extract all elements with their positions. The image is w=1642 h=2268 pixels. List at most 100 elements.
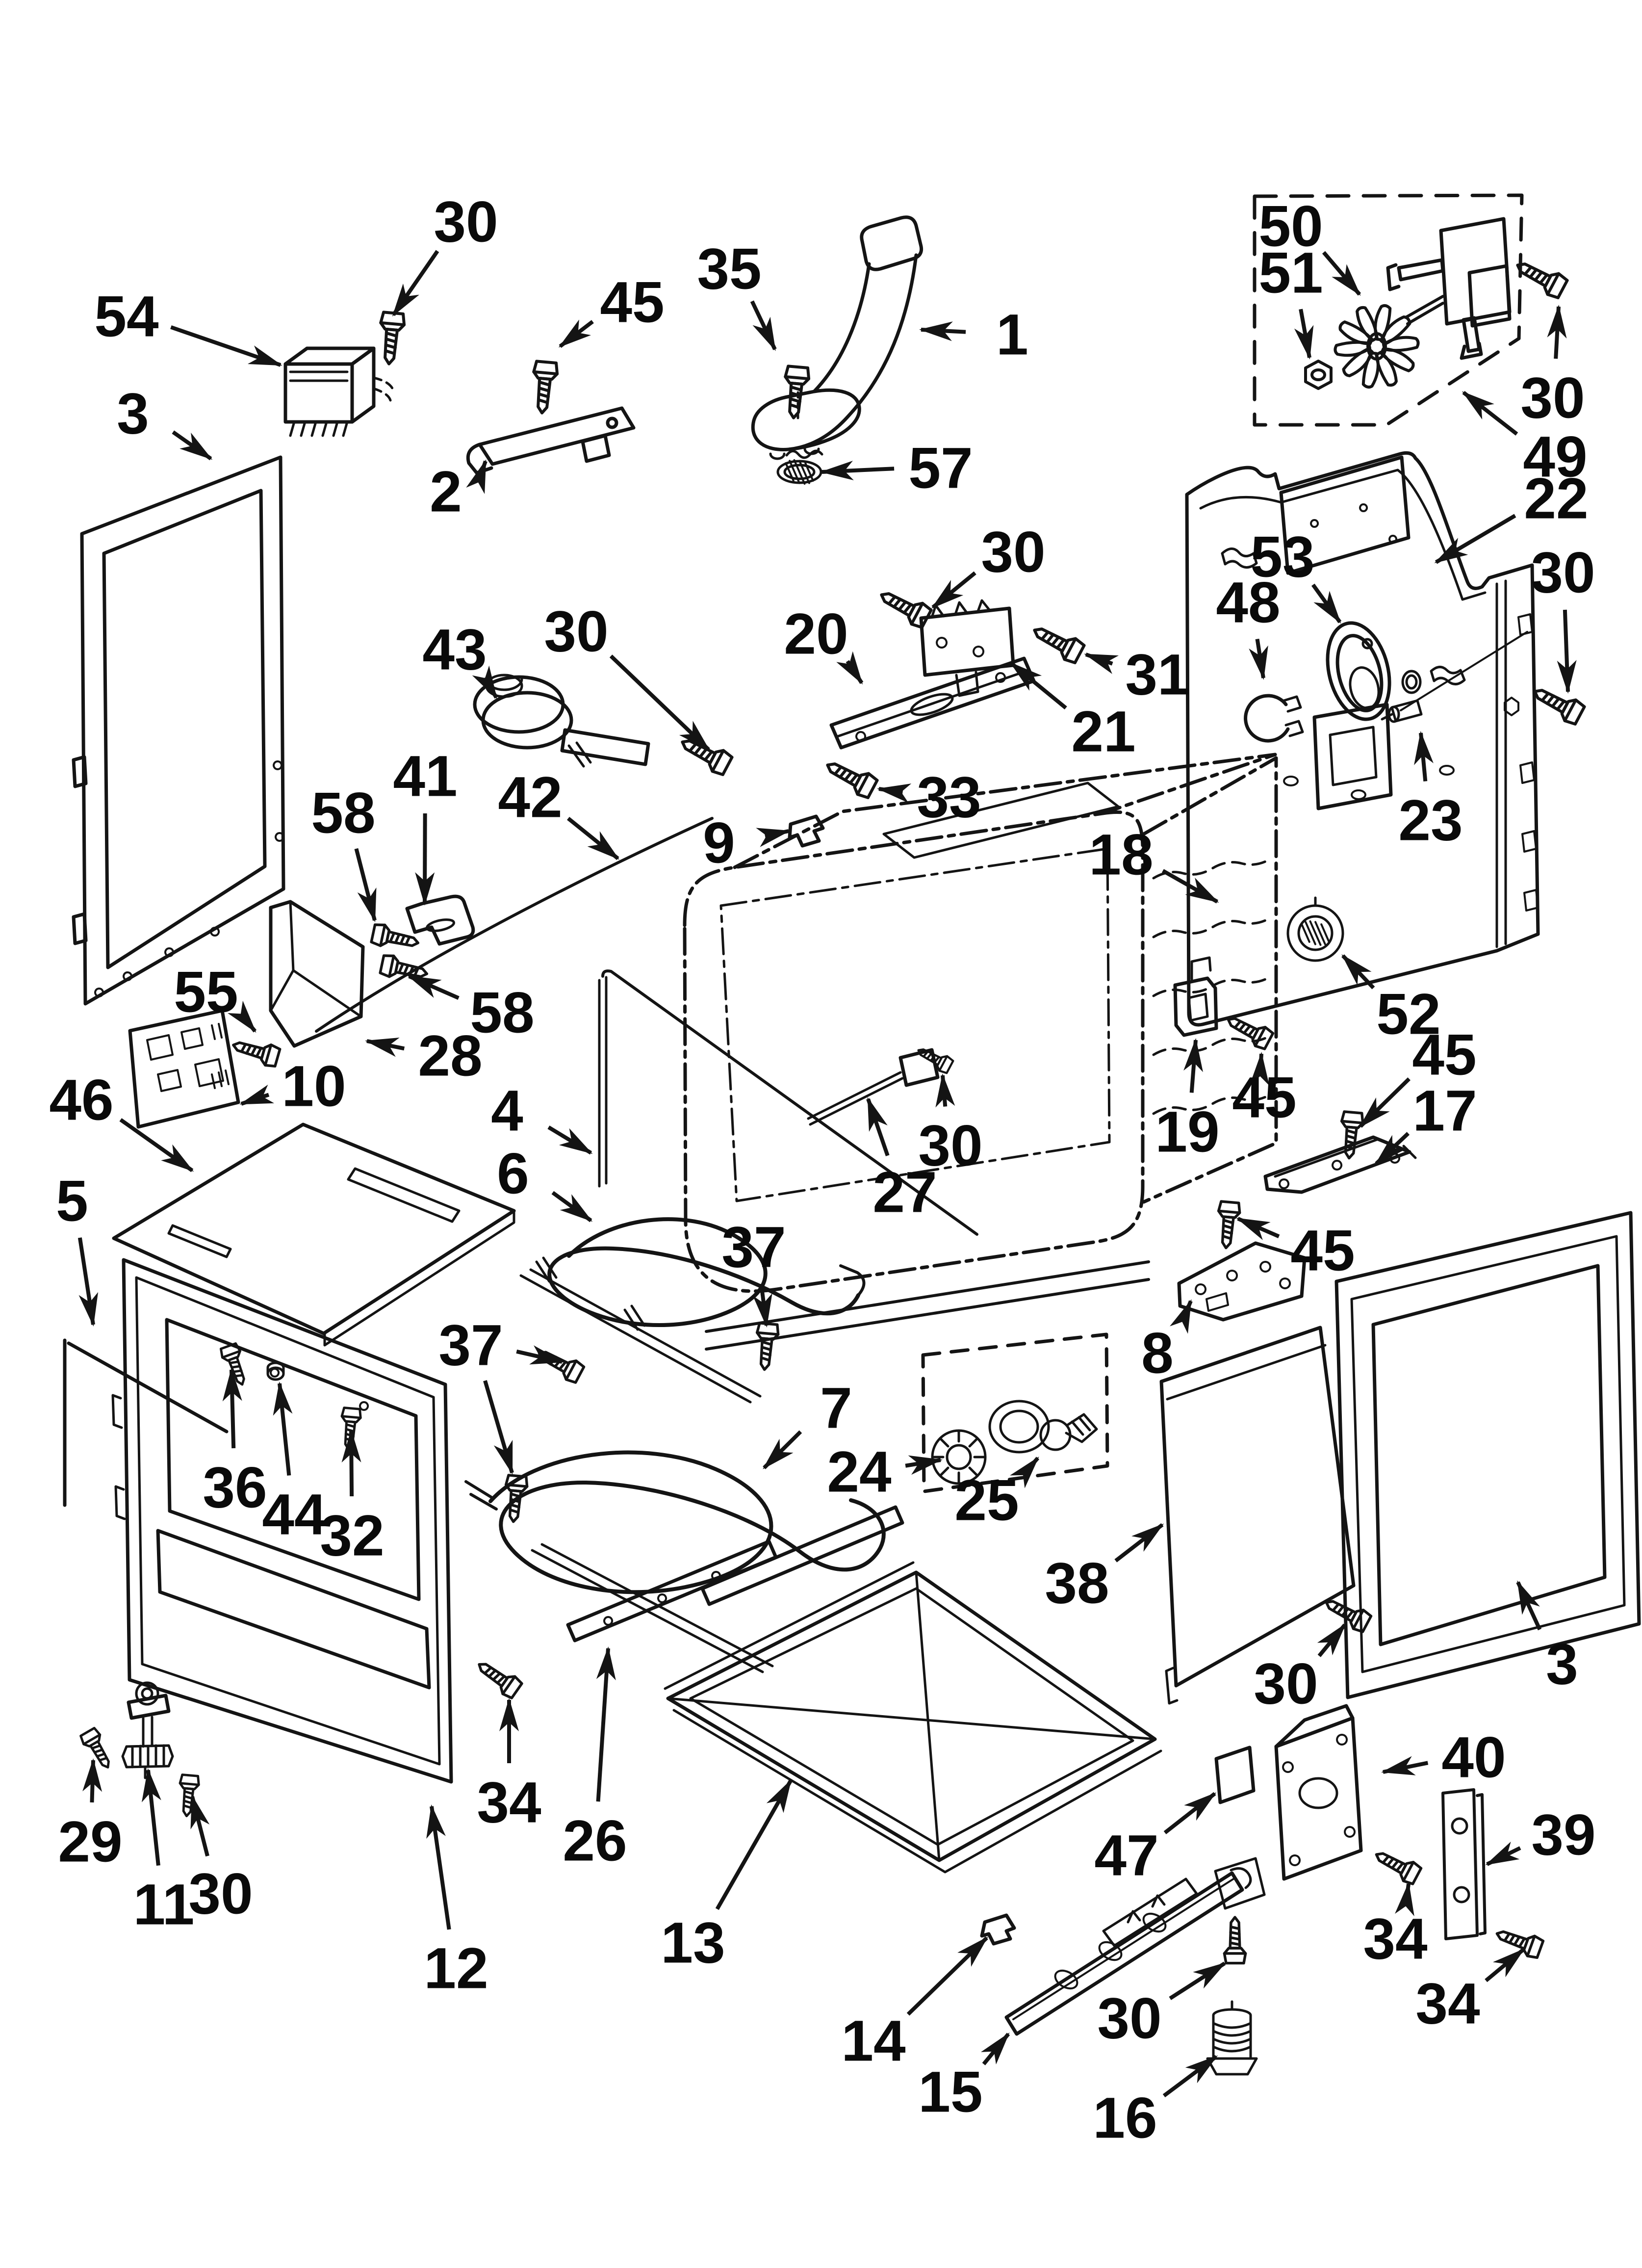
leveling-leg-11-ring	[135, 1681, 159, 1706]
right-door-3-inner	[1350, 1235, 1626, 1673]
part-number-27: 27	[872, 1160, 937, 1225]
callout-29-29: 29	[58, 1758, 123, 1874]
callout-4-4: 4	[491, 1078, 593, 1155]
callout-48-62: 48	[1216, 570, 1281, 680]
callout-15-15: 15	[918, 2032, 1010, 2124]
drawer-panel-13-lip	[672, 1709, 1162, 1874]
screw-30-top-left-glyph	[377, 312, 405, 365]
front-door-12-window	[165, 1318, 421, 1601]
trim-4-diagonal	[601, 969, 978, 1236]
bracket-20-holes	[855, 672, 1006, 742]
callout-47-61: 47	[1094, 1792, 1217, 1888]
callout-41-52: 41	[393, 744, 458, 906]
callout-17-17: 17	[1375, 1078, 1477, 1165]
leader-arrow-30	[931, 571, 976, 609]
callout-14-14: 14	[841, 1936, 988, 2073]
rear-panel-22-flange	[1495, 579, 1507, 948]
front-door-12-inner	[135, 1276, 441, 1766]
part-number-46: 46	[49, 1068, 113, 1132]
callout-55-69: 55	[174, 960, 257, 1033]
fan-blade	[1379, 315, 1411, 346]
screw-29-glyph	[79, 1727, 116, 1772]
grommet-57-spring	[785, 449, 823, 459]
shield-panel-28-fold	[269, 900, 362, 1018]
part-number-45: 45	[600, 270, 664, 335]
fan-motor-foot-left	[1386, 263, 1401, 291]
leader-arrow-20	[836, 651, 864, 685]
fasteners	[79, 255, 1586, 1963]
callout-30-36: 30	[1254, 1623, 1347, 1716]
oven-cavity-liner	[719, 847, 1111, 1202]
front-door-12-holes	[270, 1368, 369, 1411]
side-panel-38-flange	[1166, 1344, 1327, 1401]
leader-arrow-37	[752, 1283, 772, 1328]
callout-36-46: 36	[203, 1368, 267, 1520]
part-number-45: 45	[1290, 1218, 1355, 1283]
stud-23-leader	[1400, 631, 1528, 711]
hinge-clip-41	[405, 894, 475, 946]
part-number-23: 23	[1398, 788, 1462, 853]
callout-46-60: 46	[49, 1068, 194, 1173]
door-lock-40-face	[1274, 1716, 1363, 1881]
part-number-30: 30	[981, 520, 1045, 584]
part-number-48: 48	[1216, 570, 1280, 635]
callout-35-45: 35	[697, 236, 777, 351]
part-number-57: 57	[908, 436, 973, 500]
leader-arrow-49	[1462, 391, 1518, 436]
callout-26-26: 26	[563, 1646, 627, 1873]
callout-7-7: 7	[763, 1376, 852, 1469]
screw-37-bake-a-glyph	[534, 1344, 585, 1384]
part-number-31: 31	[1125, 642, 1189, 707]
bracket-8-holes	[1195, 1261, 1291, 1295]
leader-arrow-54	[170, 325, 282, 367]
screw-29	[79, 1727, 116, 1772]
trim-4-vertical	[598, 976, 608, 1188]
leader-arrow-24	[905, 1455, 943, 1475]
part-number-30: 30	[434, 189, 498, 254]
hatch-line	[1301, 923, 1310, 943]
bulb-25	[1039, 1413, 1098, 1451]
part-number-18: 18	[1089, 822, 1153, 887]
leader-arrow-58	[354, 848, 377, 922]
leader-arrow-6	[551, 1191, 593, 1223]
callout-54-68: 54	[94, 284, 282, 367]
part-number-52: 52	[1376, 982, 1440, 1046]
leader-arrow-8	[1170, 1299, 1193, 1334]
leader-arrow-37	[483, 1380, 514, 1475]
transformer-54-side	[350, 346, 376, 424]
callout-6-6: 6	[497, 1141, 593, 1223]
bake-element-7	[488, 1450, 886, 1594]
leader-arrow-26	[596, 1646, 616, 1802]
part-number-34: 34	[1415, 1971, 1480, 2036]
part-number-38: 38	[1045, 1551, 1109, 1616]
part-number-37: 37	[721, 1215, 786, 1279]
callout-52-66: 52	[1341, 954, 1441, 1046]
reflector-25a	[988, 1400, 1050, 1454]
screw-45-bracket8	[1215, 1201, 1240, 1249]
callout-22-22: 22	[1434, 466, 1589, 564]
leader-arrow-3	[1516, 1580, 1542, 1631]
part-number-21: 21	[1071, 699, 1135, 764]
timer-43-body	[481, 691, 573, 750]
callout-45-59: 45	[1236, 1217, 1355, 1283]
oven-cavity-base-rails	[705, 1260, 1150, 1351]
leveling-leg-11-bracket	[127, 1694, 171, 1720]
rear-panel-22-emboss-holes	[1310, 503, 1398, 544]
part-number-30: 30	[918, 1113, 982, 1178]
bracket-21-tab	[955, 671, 979, 697]
right-door-3-window	[1371, 1264, 1607, 1646]
callout-3-2: 3	[117, 381, 213, 461]
transformer-54-coils	[289, 370, 349, 382]
screw-45-top	[530, 361, 558, 414]
leader-arrow-30	[1317, 1623, 1347, 1657]
callout-50-64: 50	[1258, 194, 1361, 296]
part-number-3: 3	[117, 381, 149, 446]
transformer-54-leads	[372, 376, 395, 402]
hatch-line	[789, 460, 800, 484]
part-number-36: 36	[203, 1455, 267, 1520]
bracket-8-slot	[1206, 1292, 1229, 1312]
oven-cavity-right	[1142, 756, 1278, 1204]
leader-arrow-30	[190, 1795, 210, 1857]
callout-1-0: 1	[919, 302, 1028, 367]
